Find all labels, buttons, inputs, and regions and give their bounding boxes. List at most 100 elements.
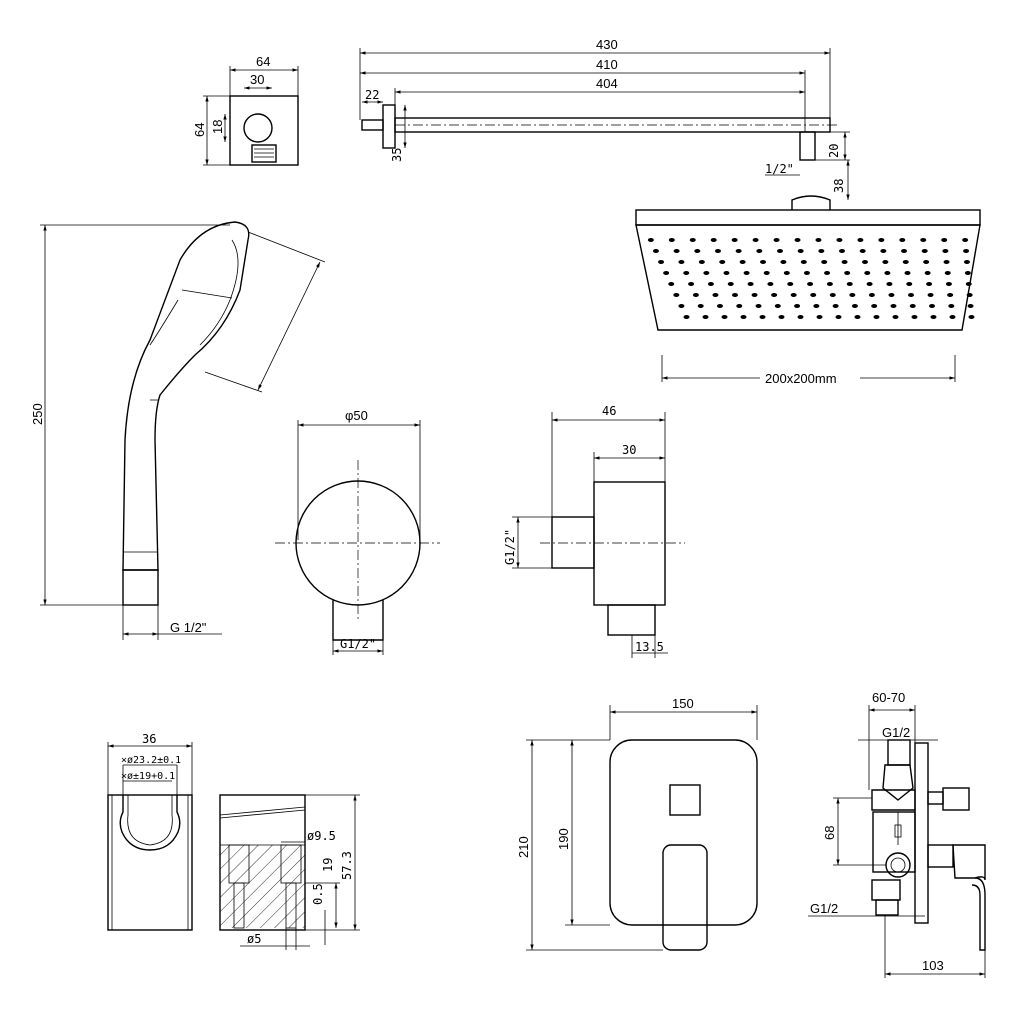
spray-nozzle <box>882 260 889 264</box>
spray-nozzle <box>965 282 972 286</box>
spray-nozzle <box>760 260 767 264</box>
spray-nozzle <box>771 293 778 297</box>
spray-nozzle <box>921 249 928 253</box>
mixer-total-height-label: 210 <box>516 836 531 858</box>
outlet-diameter-label: φ50 <box>345 408 368 423</box>
spray-nozzle <box>800 260 807 264</box>
spray-nozzle <box>909 304 916 308</box>
spray-nozzle <box>926 282 933 286</box>
spray-nozzle <box>923 260 930 264</box>
spray-nozzle <box>810 293 817 297</box>
spray-nozzle <box>859 249 866 253</box>
spray-nozzle <box>727 282 734 286</box>
spray-nozzle <box>962 238 969 242</box>
spray-nozzle <box>835 315 842 319</box>
spray-nozzle <box>747 282 754 286</box>
side-outlet-nipple-label: 13.5 <box>635 640 664 654</box>
spray-nozzle <box>647 238 654 242</box>
section-bore-label: ø9.5 <box>307 829 336 843</box>
spray-nozzle <box>864 271 871 275</box>
shower-arm-view: 430 410 404 22 35 20 1/2" 38 <box>359 37 850 200</box>
spray-nozzle <box>884 271 891 275</box>
spray-nozzle <box>689 238 696 242</box>
spray-nozzle <box>790 293 797 297</box>
spray-nozzle <box>816 315 823 319</box>
spray-nozzle <box>683 315 690 319</box>
spray-nozzle <box>732 293 738 297</box>
spray-nozzle <box>851 304 858 308</box>
spray-nozzle <box>735 249 742 253</box>
top-thread-label: G1/2 <box>882 725 910 740</box>
spray-nozzle <box>668 238 675 242</box>
shower-head-view: 200x200mm <box>635 195 981 386</box>
spray-nozzle <box>803 271 810 275</box>
holder-inner-bore-label: ×ø±19+0.1 <box>121 771 175 782</box>
arm-total-length-label: 430 <box>596 37 618 52</box>
elbow-height-label: 64 <box>192 123 207 137</box>
spray-nozzle <box>966 293 973 297</box>
spray-nozzle <box>673 249 680 253</box>
section-offset-label: 0.5 <box>311 883 325 905</box>
elbow-inner-height-label: 18 <box>210 120 225 134</box>
spray-nozzle <box>663 271 670 275</box>
holder-section-view: ø9.5 57.3 19 0.5 ø5 <box>219 794 360 950</box>
spray-nozzle <box>886 282 893 286</box>
spray-nozzle <box>673 293 680 297</box>
spray-nozzle <box>902 260 909 264</box>
spray-nozzle <box>776 249 783 253</box>
spray-nozzle <box>947 293 954 297</box>
spray-nozzle <box>783 271 790 275</box>
center-distance-label: 68 <box>822 826 837 840</box>
spray-nozzle <box>721 315 728 319</box>
spray-nozzle <box>949 315 956 319</box>
spray-nozzle <box>702 315 709 319</box>
outlet-thread-label: G1/2" <box>340 637 376 651</box>
spray-nozzle <box>697 304 704 308</box>
spray-nozzle <box>714 249 721 253</box>
elbow-width-label: 64 <box>256 54 270 69</box>
elbow-inner-width-label: 30 <box>250 72 264 87</box>
round-outlet-view: φ50 G1/2" <box>275 408 440 655</box>
spray-nozzle <box>880 249 887 253</box>
wall-elbow-view: 64 30 64 18 <box>192 54 299 166</box>
spray-nozzle <box>943 260 950 264</box>
side-outlet-thread-label: G1/2" <box>503 529 517 565</box>
arm-tube-length-label: 404 <box>596 76 618 91</box>
spray-nozzle <box>774 304 781 308</box>
hand-shower-view: 250 G 1/2" <box>30 221 326 640</box>
spray-nozzle <box>652 249 659 253</box>
side-outlet-view: 46 30 G1/2" 13.5 <box>503 404 685 658</box>
spray-nozzle <box>743 271 750 275</box>
flange-diameter-label: 35 <box>390 148 404 162</box>
spray-nozzle <box>901 249 908 253</box>
spray-nozzle <box>821 260 828 264</box>
spray-nozzle <box>739 260 746 264</box>
spray-nozzle <box>736 304 743 308</box>
spray-nozzle <box>866 282 873 286</box>
head-offset-label: 38 <box>832 179 846 193</box>
spray-nozzle <box>678 304 685 308</box>
spray-nozzle <box>963 249 970 253</box>
spray-nozzle <box>908 293 914 297</box>
spray-nozzle <box>797 249 804 253</box>
spray-nozzle <box>871 304 878 308</box>
holder-front-view: 36 ×ø23.2±0.1 ×ø±19+0.1 <box>107 732 193 931</box>
spray-nozzle <box>829 293 836 297</box>
projection-label: 103 <box>922 958 944 973</box>
mixer-plate-height-label: 190 <box>556 828 571 850</box>
spray-nozzle <box>797 315 804 319</box>
spray-nozzle <box>930 315 937 319</box>
spray-nozzle <box>794 238 801 242</box>
spray-nozzles <box>647 238 975 319</box>
spray-nozzle <box>710 238 717 242</box>
spray-nozzle <box>904 271 911 275</box>
spray-nozzle <box>890 304 897 308</box>
spray-nozzle <box>794 304 801 308</box>
spray-nozzle <box>861 260 868 264</box>
spray-nozzle <box>826 282 833 286</box>
spray-nozzle <box>751 293 758 297</box>
hand-shower-length-label: 250 <box>30 403 45 425</box>
spray-nozzle <box>967 304 974 308</box>
arm-length-to-drop-label: 410 <box>596 57 618 72</box>
